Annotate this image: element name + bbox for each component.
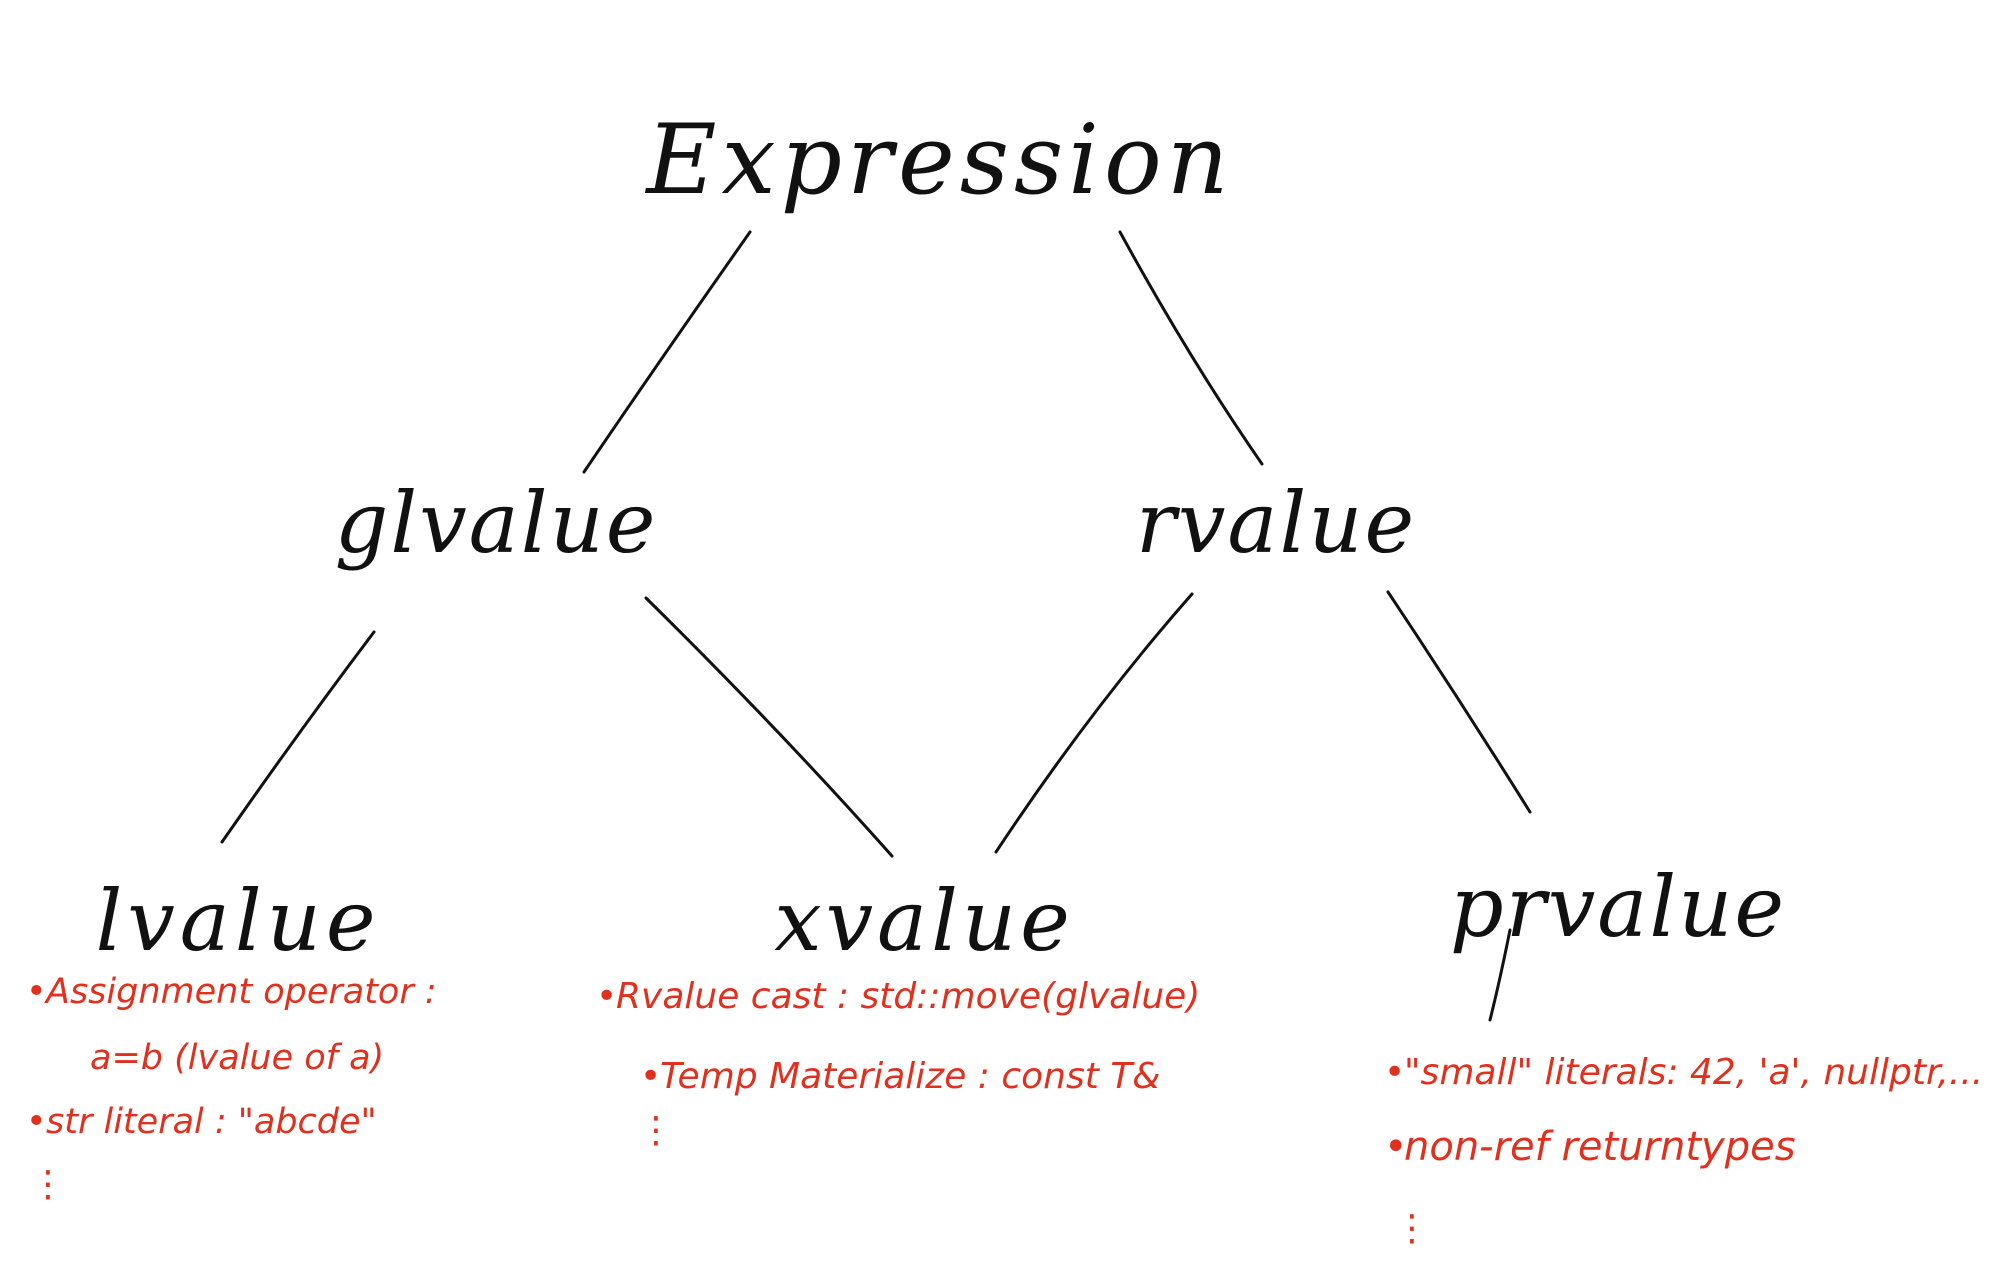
bullet-icon: •: [596, 976, 618, 1017]
note-lvalue-str-literal: •str literal : "abcde": [26, 1102, 377, 1142]
node-prvalue: prvalue: [1449, 858, 1787, 956]
note-prvalue-non-ref: •non-ref returntypes: [1384, 1124, 1796, 1170]
bullet-icon: •: [26, 972, 47, 1012]
note-lvalue-assignment: •Assignment operator :: [26, 972, 437, 1012]
more-lvalue-icon: ⋮: [30, 1164, 66, 1205]
more-xvalue-icon: ⋮: [638, 1110, 674, 1151]
edge-rvalue-prvalue: [1386, 590, 1532, 814]
node-glvalue: glvalue: [334, 474, 658, 572]
edge-glvalue-lvalue: [220, 630, 376, 844]
edge-rvalue-xvalue: [994, 592, 1194, 854]
node-rvalue: rvalue: [1135, 474, 1417, 572]
edge-expression-glvalue: [582, 230, 752, 474]
note-xvalue-rvalue-cast: •Rvalue cast : std::move(glvalue): [596, 976, 1201, 1017]
bullet-icon: •: [1384, 1124, 1408, 1170]
note-prvalue-small-literals: •"small" literals: 42, 'a', nullptr,...: [1384, 1052, 1984, 1093]
more-prvalue-icon: ⋮: [1394, 1208, 1430, 1249]
node-lvalue: lvalue: [95, 872, 381, 970]
bullet-icon: •: [1384, 1052, 1406, 1093]
node-expression: Expression: [646, 104, 1234, 216]
node-xvalue: xvalue: [774, 872, 1074, 970]
edge-expression-rvalue: [1118, 230, 1264, 466]
edge-glvalue-xvalue: [644, 596, 894, 858]
bullet-icon: •: [26, 1102, 47, 1142]
note-lvalue-example: a=b (lvalue of a): [90, 1038, 385, 1078]
note-xvalue-temp-materialize: •Temp Materialize : const T&: [640, 1056, 1161, 1097]
prvalue-descender: [1488, 928, 1512, 1022]
bullet-icon: •: [640, 1056, 662, 1097]
